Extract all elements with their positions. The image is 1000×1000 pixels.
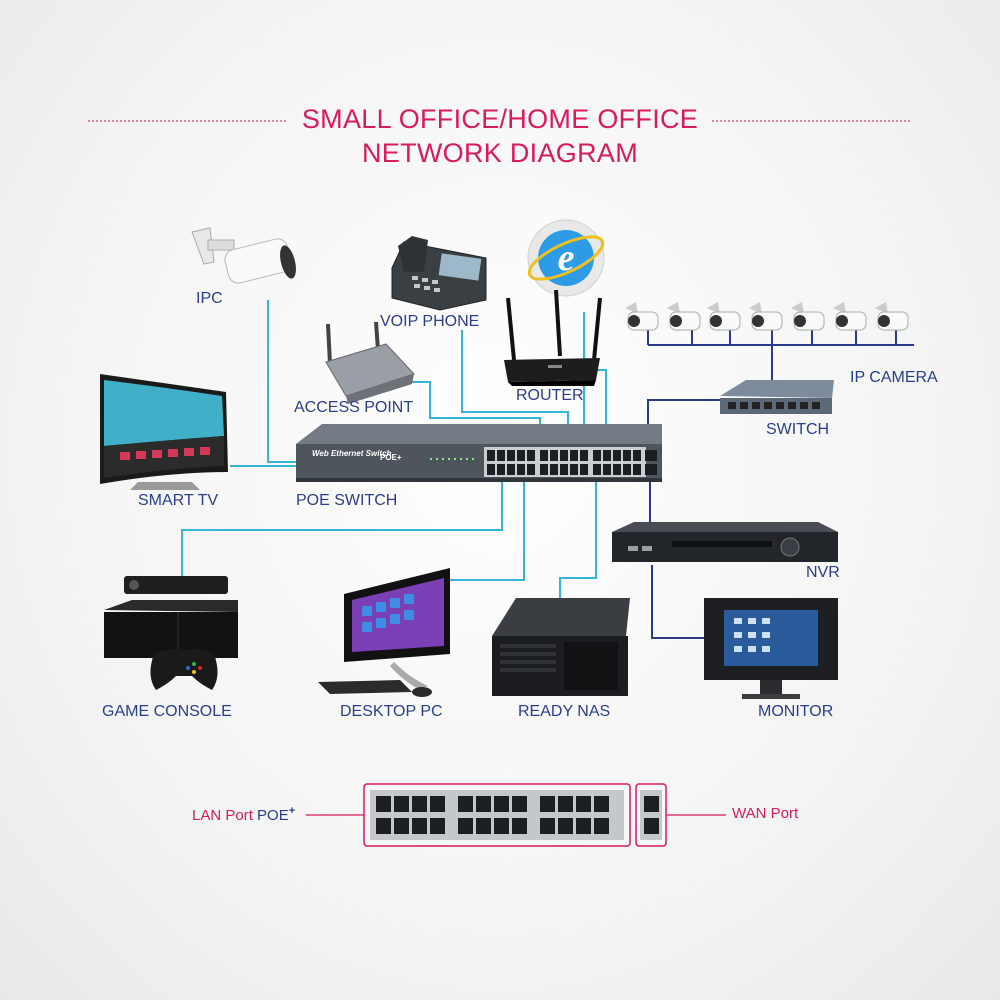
label-poe-switch: POE SWITCH — [296, 492, 398, 509]
label-access-point: ACCESS POINT — [294, 399, 414, 416]
desktop-pc-icon — [318, 568, 450, 697]
ready-nas-icon — [492, 598, 630, 696]
legend-wan-port: WAN Port — [732, 805, 799, 822]
label-smart-tv: SMART TV — [138, 492, 219, 509]
nvr-icon — [612, 522, 838, 562]
label-ip-camera: IP CAMERA — [850, 369, 938, 386]
voip-phone-icon — [391, 236, 487, 311]
ip-camera-icon — [791, 302, 825, 331]
ip-camera-icon — [749, 302, 783, 331]
monitor-icon — [704, 598, 838, 699]
diagram-title-line-1: SMALL OFFICE/HOME OFFICE — [301, 104, 699, 134]
label-game-console: GAME CONSOLE — [102, 703, 232, 720]
legend-poe-text: POE — [257, 807, 289, 824]
ip-camera-icon — [667, 302, 701, 331]
smart-tv-icon — [100, 374, 228, 490]
router-icon — [504, 289, 602, 386]
lan-port-grid — [376, 796, 609, 834]
cable-monitor — [651, 565, 706, 639]
label-switch: SWITCH — [766, 421, 830, 438]
poe-switch-ports — [487, 450, 641, 475]
label-ready-nas: READY NAS — [518, 703, 611, 720]
label-nvr: NVR — [806, 564, 840, 581]
poe-switch-badge: POE+ — [380, 453, 402, 462]
cable-ready-nas — [559, 478, 597, 600]
diagram-title-line-2: NETWORK DIAGRAM — [361, 138, 638, 168]
legend-poe-plus: + — [288, 805, 296, 817]
game-console-icon — [104, 576, 238, 690]
svg-text:e: e — [558, 237, 575, 279]
label-router: ROUTER — [516, 387, 584, 404]
cable-desktop-pc — [450, 478, 525, 581]
label-voip-phone: VOIP PHONE — [380, 313, 480, 330]
small-switch-icon — [720, 380, 834, 414]
ip-camera-array — [625, 302, 909, 331]
access-point-icon — [325, 321, 415, 404]
ip-camera-icon — [625, 302, 659, 331]
label-ipc: IPC — [196, 290, 223, 307]
poe-switch-brand: Web Ethernet Switch — [312, 449, 392, 458]
legend-lan-port: LAN Port POE+ — [192, 805, 295, 824]
ipc-camera-icon — [191, 227, 296, 284]
port-legend — [306, 783, 726, 847]
poe-switch-icon: Web Ethernet Switch POE+ — [296, 424, 662, 482]
label-desktop-pc: DESKTOP PC — [340, 703, 443, 720]
cable-game-console — [181, 478, 503, 590]
ip-camera-icon — [707, 302, 741, 331]
ip-camera-icon — [833, 302, 867, 331]
label-monitor: MONITOR — [758, 703, 834, 720]
ip-camera-icon — [875, 302, 909, 331]
camera-drops — [647, 330, 897, 345]
legend-lan-port-text: LAN Port — [192, 807, 253, 824]
internet-explorer-icon: e — [527, 219, 605, 297]
